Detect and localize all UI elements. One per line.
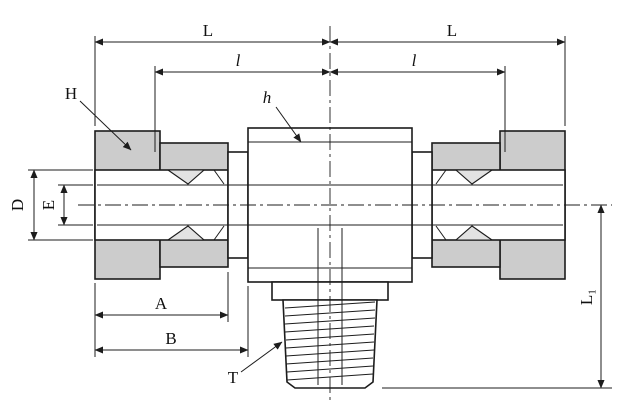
label-L1: L₁ <box>577 289 596 305</box>
label-D: D <box>8 199 27 211</box>
leader-line-h <box>275 106 302 143</box>
label-l-left: l <box>236 51 241 70</box>
label-A: A <box>155 294 168 313</box>
right-ferrule-top <box>454 169 494 185</box>
label-E: E <box>39 200 58 210</box>
ferrule-line <box>213 169 225 185</box>
label-B: B <box>165 329 176 348</box>
centerlines <box>78 26 612 402</box>
callout-h: h <box>263 88 302 143</box>
dimension-L: L L <box>94 21 566 126</box>
leader-line-H <box>79 100 132 151</box>
right-ferrules <box>435 169 494 241</box>
ferrule-line <box>435 169 447 185</box>
leader-line-T <box>240 341 283 373</box>
dimension-E: E <box>39 184 93 226</box>
dimension-D: D <box>8 169 93 241</box>
ferrule-line <box>213 225 225 241</box>
left-ferrule-bottom <box>166 225 206 241</box>
left-ferrule-top <box>166 169 206 185</box>
thread-line <box>286 365 374 373</box>
label-L-left: L <box>203 21 213 40</box>
label-H: H <box>65 84 77 103</box>
right-ferrule-bottom <box>454 225 494 241</box>
label-l-right: l <box>412 51 417 70</box>
callout-T: T <box>228 341 283 387</box>
left-ferrules <box>166 169 225 241</box>
label-h: h <box>263 88 272 107</box>
callout-H: H <box>65 84 132 151</box>
dimension-l: l l <box>154 51 506 152</box>
dimension-A: A <box>94 272 229 357</box>
thread-line <box>284 317 376 325</box>
label-T: T <box>228 368 239 387</box>
ferrule-line <box>435 225 447 241</box>
thread-line <box>284 309 376 317</box>
thread-line <box>285 357 374 365</box>
thread-line <box>284 325 375 333</box>
label-L-right: L <box>447 21 457 40</box>
dimension-L1: L₁ <box>382 204 612 389</box>
dimension-B: B <box>94 286 249 357</box>
